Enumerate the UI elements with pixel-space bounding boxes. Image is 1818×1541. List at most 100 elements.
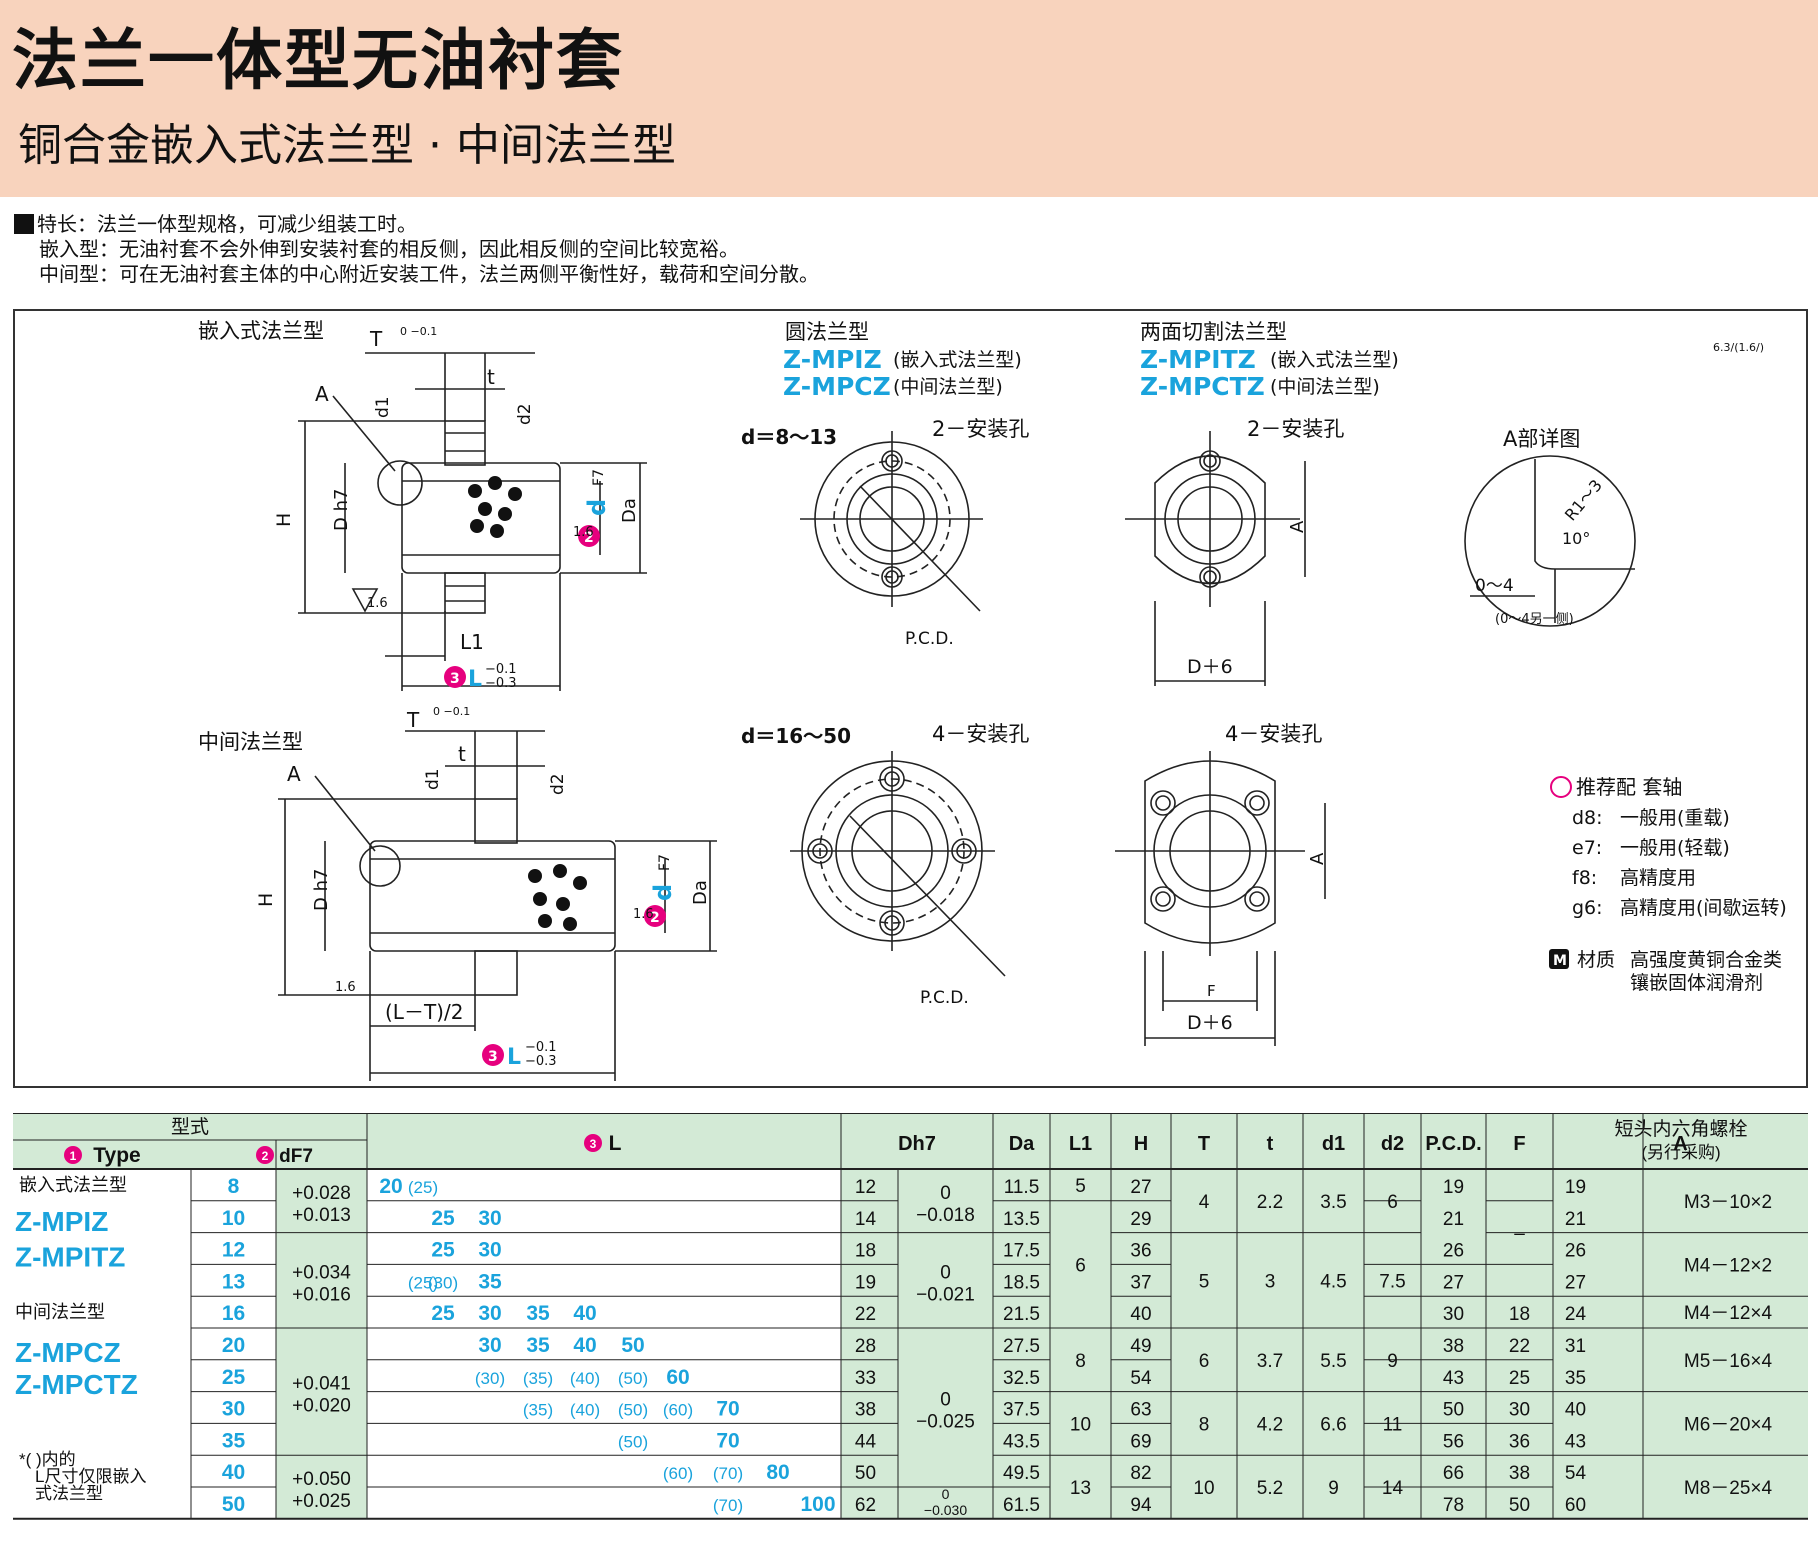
marker-2-icon — [578, 525, 600, 547]
d1-value: 4.5 — [1320, 1271, 1346, 1292]
dim-dh7: D h7 — [331, 489, 352, 531]
roughness-mark: 1.6 — [573, 525, 594, 540]
d-value: 13 — [222, 1270, 245, 1293]
detail-04: 0～4 — [1475, 576, 1514, 596]
l-value: 60 — [666, 1366, 689, 1389]
marker-3-icon — [584, 1134, 602, 1152]
dim-l-tol2: −0.3 — [485, 676, 517, 691]
roughness-mark: 1.6 — [335, 980, 356, 995]
a-value: 26 — [1565, 1241, 1586, 1262]
column-header: F — [1513, 1133, 1525, 1155]
l-value: 40 — [573, 1302, 596, 1325]
table-note: L尺寸仅限嵌入 — [35, 1467, 146, 1486]
dim-l-tol1: −0.1 — [485, 662, 517, 677]
page-subtitle: 铜合金嵌入式法兰型 · 中间法兰型 — [18, 120, 676, 171]
embedded-flange-bottom — [444, 572, 486, 614]
table-cell: 3 — [590, 1137, 597, 1151]
dh7-value: 28 — [855, 1336, 876, 1357]
table-cell: 1 — [70, 1149, 77, 1163]
df7-tol: +0.041 — [292, 1374, 351, 1395]
material-line-1: 高强度黄铜合金类 — [1630, 949, 1782, 971]
t-upper-value: 8 — [1199, 1414, 1210, 1435]
da-value: 27.5 — [1003, 1336, 1040, 1357]
l-value: 35 — [526, 1302, 550, 1325]
f-value: 50 — [1509, 1495, 1530, 1516]
fit-legend: 推荐配 套轴 d8: 一般用(重载) e7: 一般用(轻载) f8: 高精度用 … — [1549, 775, 1787, 994]
dim-l-tol2: −0.3 — [525, 1054, 557, 1069]
pcd-value: 66 — [1443, 1463, 1464, 1484]
f-value: 30 — [1509, 1400, 1530, 1421]
dims-columns-bg — [841, 1113, 1808, 1519]
column-header: t — [1267, 1133, 1274, 1155]
d-value: 10 — [222, 1207, 245, 1230]
cut-model-2-note: (中间法兰型) — [1270, 376, 1380, 398]
h-value: 63 — [1130, 1400, 1151, 1421]
header-band: 法兰一体型无油衬套 铜合金嵌入式法兰型 · 中间法兰型 — [0, 0, 1818, 197]
bullet-square-icon — [14, 214, 34, 234]
a-value: 27 — [1565, 1272, 1586, 1293]
a-value: 21 — [1565, 1209, 1586, 1230]
df7-tol: +0.013 — [292, 1205, 351, 1226]
d-value: 35 — [222, 1429, 246, 1452]
svg-text:2: 2 — [584, 530, 594, 546]
pcd-value: 56 — [1443, 1431, 1464, 1452]
f-value: 18 — [1509, 1304, 1530, 1325]
dh7-tol: −0.018 — [916, 1205, 975, 1226]
d2-value: 6 — [1387, 1192, 1398, 1213]
round-title: 圆法兰型 — [785, 320, 869, 344]
embedded-flange-top — [444, 420, 486, 466]
d-value: 12 — [222, 1239, 245, 1262]
da-value: 11.5 — [1004, 1177, 1040, 1198]
round-model-1: Z-MPIZ — [783, 345, 882, 374]
embedded-body — [401, 462, 561, 574]
pcd-value: 50 — [1443, 1400, 1464, 1421]
dh7-value: 12 — [855, 1177, 876, 1198]
t-lower-value: 5.2 — [1257, 1478, 1283, 1499]
d-value: 30 — [222, 1398, 245, 1421]
svg-text:3: 3 — [488, 1049, 498, 1065]
middle-flange-bottom — [474, 950, 518, 996]
t-lower-value: 2.2 — [1257, 1192, 1283, 1213]
f-value: – — [1514, 1224, 1525, 1245]
fit-title: 推荐配 套轴 — [1576, 775, 1682, 799]
holes-2: 2－安装孔 — [1247, 417, 1344, 441]
embedded-side-view: 嵌入式法兰型 A H D h7 Da 2 d F7 1 — [198, 319, 647, 692]
da-value: 49.5 — [1003, 1463, 1040, 1484]
marker-1-icon — [64, 1146, 82, 1164]
h-value: 82 — [1130, 1463, 1151, 1484]
h-value: 69 — [1130, 1431, 1151, 1452]
round-model-1-note: (嵌入式法兰型) — [893, 349, 1022, 371]
dim-h: H — [255, 893, 277, 907]
dh7-value: 18 — [855, 1241, 876, 1262]
df7-tol: +0.025 — [292, 1491, 351, 1512]
header-screw-note: (另行采购) — [1641, 1143, 1720, 1162]
f-value: 25 — [1509, 1368, 1530, 1389]
f-value: 22 — [1509, 1336, 1530, 1357]
marker-2-icon — [256, 1146, 274, 1164]
dim-da: Da — [690, 880, 711, 905]
pcd-value: 78 — [1443, 1495, 1464, 1516]
h-value: 54 — [1130, 1368, 1152, 1389]
da-value: 18.5 — [1003, 1272, 1040, 1293]
dim-a: A — [1307, 852, 1328, 865]
column-header: Da — [1009, 1133, 1035, 1155]
dim-f7: F7 — [591, 469, 607, 486]
column-header: L1 — [1069, 1133, 1092, 1155]
l-value: (50) — [618, 1401, 648, 1420]
t-upper-value: 10 — [1193, 1478, 1214, 1499]
f-value: 38 — [1509, 1463, 1530, 1484]
dim-d6: D＋6 — [1187, 656, 1233, 678]
dh7-value: 62 — [855, 1495, 876, 1516]
column-header: T — [1198, 1133, 1210, 1155]
fit-code: g6: — [1572, 897, 1603, 919]
detail-radius: R1～3 — [1561, 476, 1606, 525]
dh7-tol: −0.030 — [924, 1502, 967, 1518]
a-value: 31 — [1565, 1336, 1586, 1357]
l1-value: 6 — [1075, 1255, 1086, 1276]
detail-a-circle — [359, 845, 401, 887]
l-value: 70 — [716, 1429, 739, 1452]
column-header: P.C.D. — [1425, 1133, 1481, 1155]
dim-l1: L1 — [460, 630, 484, 654]
dh7-tol: 0 — [940, 1183, 951, 1204]
